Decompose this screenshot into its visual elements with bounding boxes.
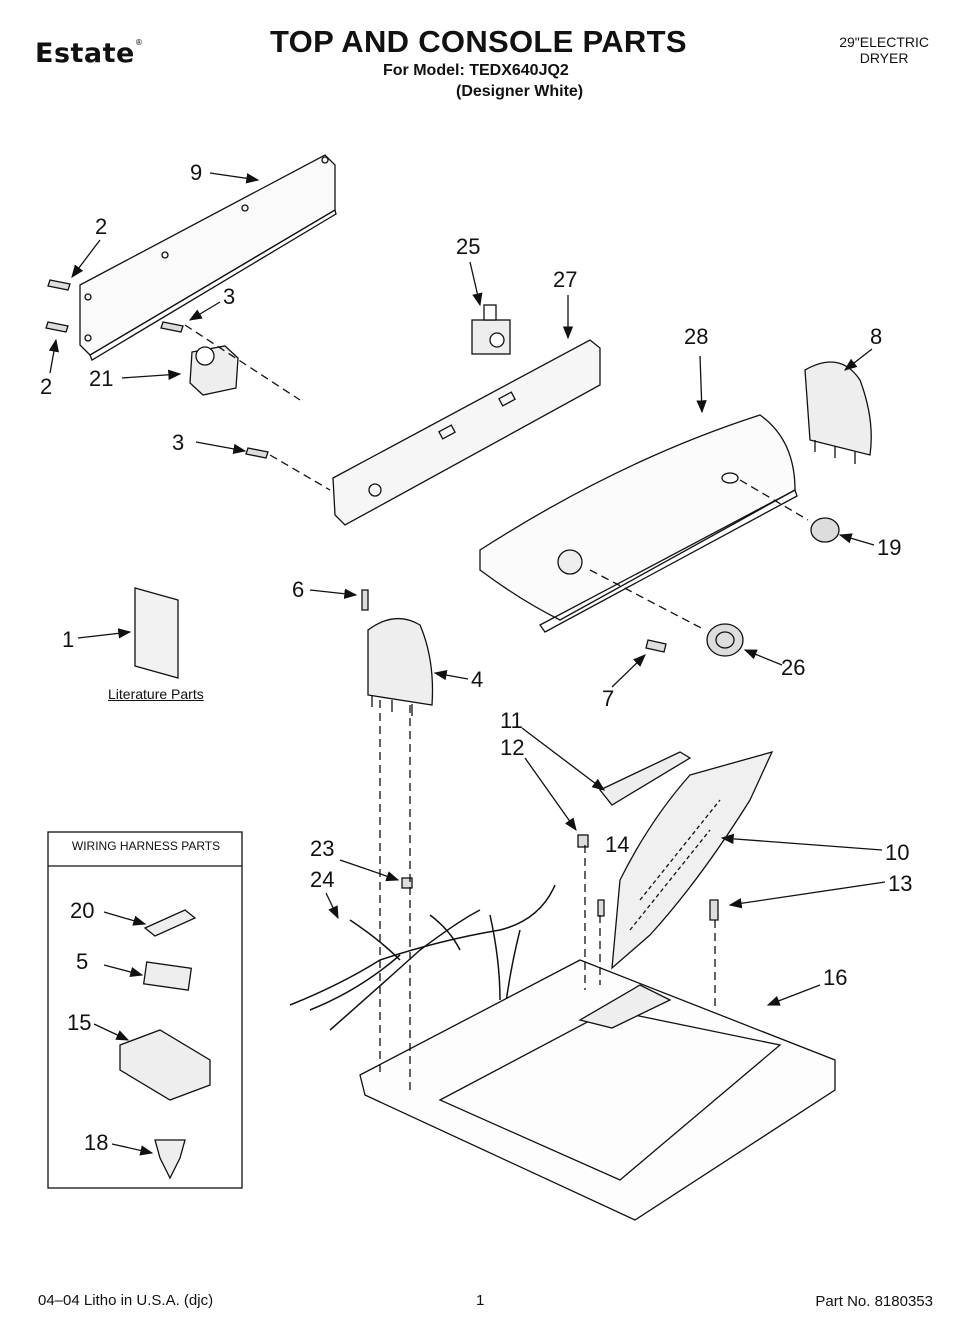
callout-21: 21 bbox=[89, 366, 113, 391]
callout-10: 10 bbox=[885, 840, 909, 865]
timer-part-21 bbox=[189, 345, 239, 396]
screw-part-13 bbox=[709, 899, 719, 921]
callout-2-lower: 2 bbox=[40, 374, 52, 399]
harness-box bbox=[47, 831, 243, 1189]
callout-9: 9 bbox=[190, 160, 202, 185]
harness-box-title: WIRING HARNESS PARTS bbox=[71, 839, 221, 853]
page-title: TOP AND CONSOLE PARTS bbox=[270, 24, 687, 59]
knob-part-19 bbox=[810, 517, 840, 543]
rear-console-panel bbox=[79, 154, 337, 361]
callout-1: 1 bbox=[62, 627, 74, 652]
callout-24: 24 bbox=[310, 867, 334, 892]
product-line-2: DRYER bbox=[859, 50, 909, 66]
callout-26: 26 bbox=[781, 655, 805, 680]
callout-23: 23 bbox=[310, 836, 334, 861]
literature-part-1 bbox=[134, 587, 179, 679]
screw-part-3-upper bbox=[160, 321, 184, 333]
model-line: For Model: TEDX640JQ2 bbox=[383, 62, 569, 79]
lens-part-11 bbox=[598, 751, 692, 806]
wire-tie-part-23 bbox=[401, 877, 413, 889]
callout-19: 19 bbox=[877, 535, 901, 560]
callout-12: 12 bbox=[500, 735, 524, 760]
callout-15: 15 bbox=[67, 1010, 91, 1035]
clip-part-12 bbox=[577, 834, 589, 848]
screw-part-3-lower bbox=[245, 447, 269, 459]
brand-logo: Estate® bbox=[35, 38, 144, 69]
variant-line: (Designer White) bbox=[456, 83, 584, 100]
screw-part-2-upper bbox=[47, 279, 71, 291]
knob-part-26 bbox=[706, 623, 744, 657]
part-number: Part No. 8180353 bbox=[815, 1293, 933, 1310]
callout-6: 6 bbox=[292, 577, 304, 602]
callout-14: 14 bbox=[605, 832, 629, 857]
callout-28: 28 bbox=[684, 324, 708, 349]
callout-5: 5 bbox=[76, 949, 88, 974]
callout-2-upper: 2 bbox=[95, 214, 107, 239]
callout-16: 16 bbox=[823, 965, 847, 990]
assembly-lines bbox=[184, 324, 809, 1090]
connector-part-15 bbox=[119, 1029, 211, 1101]
clip-part-18 bbox=[154, 1139, 186, 1180]
product-line-1: 29"ELECTRIC bbox=[839, 34, 929, 50]
switch-part-25 bbox=[471, 304, 511, 355]
callout-4: 4 bbox=[471, 667, 483, 692]
callout-7: 7 bbox=[602, 686, 614, 711]
connector-part-5 bbox=[142, 961, 193, 991]
screw-part-7 bbox=[645, 639, 667, 653]
dryer-top-part-16 bbox=[359, 959, 836, 1221]
callout-8: 8 bbox=[870, 324, 882, 349]
console-part-28 bbox=[479, 414, 798, 633]
callout-27: 27 bbox=[553, 267, 577, 292]
screw-part-14 bbox=[597, 899, 605, 917]
callout-20: 20 bbox=[70, 898, 94, 923]
callout-3-upper: 3 bbox=[223, 284, 235, 309]
footer-litho: 04–04 Litho in U.S.A. (djc) bbox=[38, 1292, 214, 1309]
end-cap-right-part-8 bbox=[804, 361, 872, 464]
screw-part-6 bbox=[361, 589, 369, 611]
product-type: 29"ELECTRIC DRYER bbox=[839, 34, 929, 66]
callout-3-lower: 3 bbox=[172, 430, 184, 455]
terminal-part-20 bbox=[143, 909, 197, 937]
callout-13: 13 bbox=[888, 871, 912, 896]
callout-25: 25 bbox=[456, 234, 480, 259]
literature-parts-label: Literature Parts bbox=[108, 686, 204, 702]
control-panel-part-10 bbox=[611, 750, 774, 970]
screw-part-2-lower bbox=[45, 321, 69, 333]
console-bracket-part-27 bbox=[332, 339, 601, 526]
callout-18: 18 bbox=[84, 1130, 108, 1155]
page-number: 1 bbox=[476, 1292, 485, 1309]
end-cap-left-part-4 bbox=[367, 618, 434, 716]
callout-11: 11 bbox=[500, 708, 523, 733]
